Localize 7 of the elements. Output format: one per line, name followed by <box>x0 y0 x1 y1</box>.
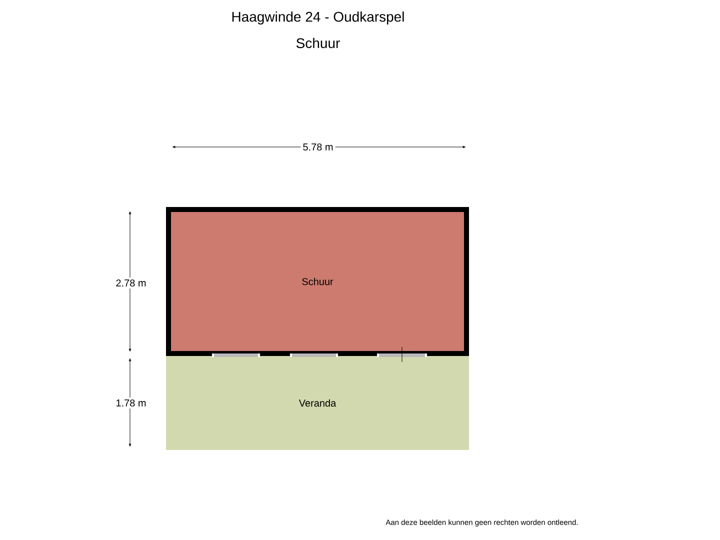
veranda-area: Veranda <box>166 356 469 450</box>
dimension-label: 2.78 m <box>114 277 148 289</box>
title: Haagwinde 24 - Oudkarspel <box>232 11 404 25</box>
dimension-label: 5.78 m <box>300 141 336 153</box>
subtitle: Schuur <box>296 38 340 48</box>
shed-room: Schuur <box>166 207 469 356</box>
dimension-label: 1.78 m <box>114 397 148 409</box>
